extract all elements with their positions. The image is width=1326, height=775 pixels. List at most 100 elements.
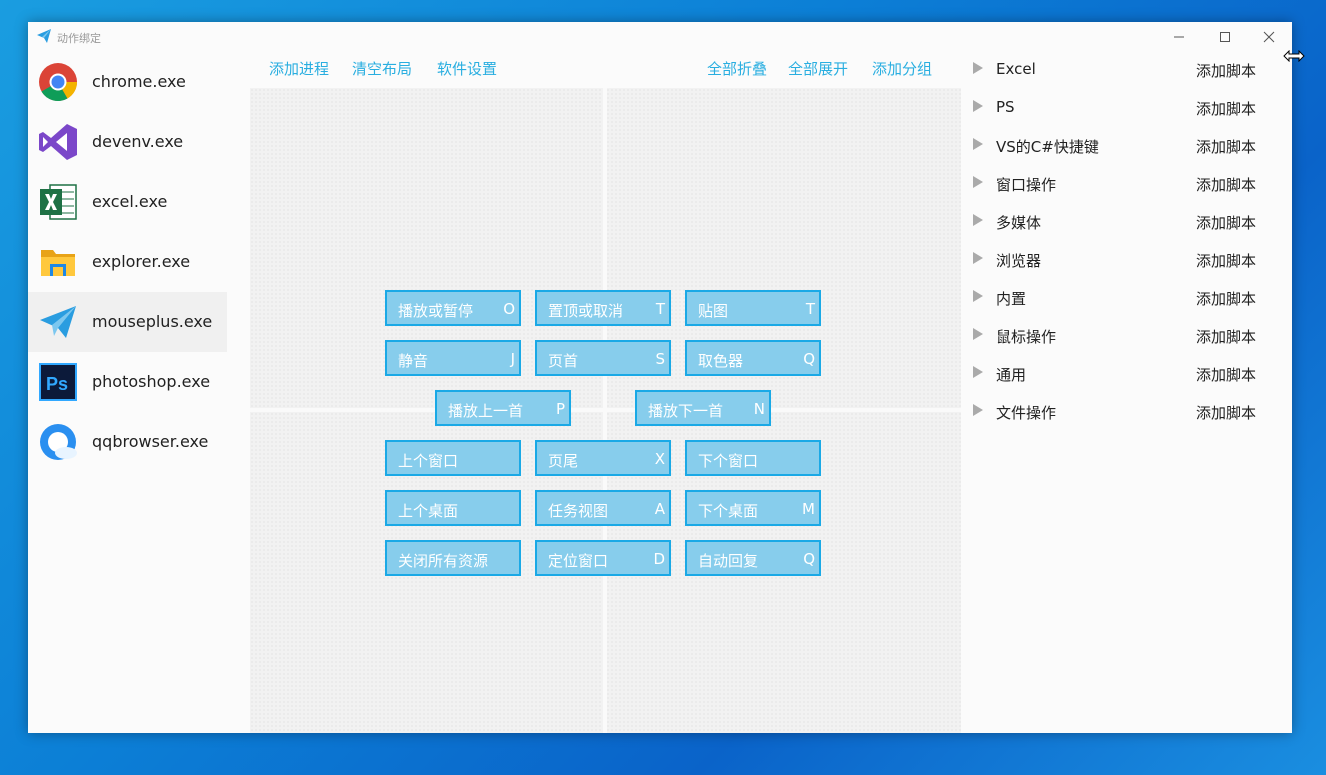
resize-cursor-icon <box>1283 50 1305 62</box>
action-label: 上个桌面 <box>398 502 459 520</box>
group-item-window-ops[interactable]: 窗口操作添加脚本 <box>961 166 1292 204</box>
expand-triangle-icon[interactable] <box>973 62 983 74</box>
process-item-qqbrowser[interactable]: qqbrowser.exe <box>28 412 248 472</box>
group-item-file-ops[interactable]: 文件操作 添加脚本 <box>961 394 1292 432</box>
group-item-excel[interactable]: Excel 添加脚本 <box>961 52 1292 90</box>
expand-triangle-icon[interactable] <box>973 328 983 340</box>
expand-all-link[interactable]: 全部展开 <box>788 60 849 78</box>
title-bar[interactable]: 动作绑定 <box>28 22 1292 52</box>
add-group-link[interactable]: 添加分组 <box>872 60 933 78</box>
expand-triangle-icon[interactable] <box>973 252 983 264</box>
process-item-excel[interactable]: excel.exe <box>28 172 248 232</box>
process-item-chrome[interactable]: chrome.exe <box>28 52 248 112</box>
maximize-icon <box>1220 32 1230 42</box>
action-button[interactable]: 自动回复 Q <box>685 540 821 576</box>
add-process-link[interactable]: 添加进程 <box>269 60 330 78</box>
group-name: 文件操作 <box>996 404 1057 422</box>
action-label: 静音 <box>398 352 429 370</box>
settings-link[interactable]: 软件设置 <box>437 60 498 78</box>
add-script-button[interactable]: 添加脚本 <box>1196 252 1257 270</box>
action-button[interactable]: 上个窗口 <box>385 440 521 476</box>
group-item-browser[interactable]: 浏览器添加脚本 <box>961 242 1292 280</box>
group-item-general[interactable]: 通用 添加脚本 <box>961 356 1292 394</box>
visual-studio-icon <box>39 124 77 160</box>
action-hotkey: T <box>805 300 815 318</box>
process-item-photoshop[interactable]: Ps photoshop.exe <box>28 352 248 412</box>
action-hotkey: D <box>653 550 665 568</box>
action-label: 页尾 <box>548 452 579 470</box>
process-name: devenv.exe <box>92 132 184 151</box>
process-name: qqbrowser.exe <box>92 432 209 451</box>
group-name: Excel <box>996 60 1036 78</box>
add-script-button[interactable]: 添加脚本 <box>1196 138 1257 156</box>
group-item-mouse-ops[interactable]: 鼠标操作 添加脚本 <box>961 318 1292 356</box>
group-name: 多媒体 <box>996 214 1042 232</box>
process-item-devenv[interactable]: devenv.exe <box>28 112 248 172</box>
group-name: 内置 <box>996 290 1027 308</box>
process-item-explorer[interactable]: explorer.exe <box>28 232 248 292</box>
action-button[interactable]: 下个窗口 <box>685 440 821 476</box>
paper-plane-icon <box>37 29 51 43</box>
paper-plane-icon <box>40 306 76 338</box>
process-item-mouseplus[interactable]: mouseplus.exe <box>28 292 227 352</box>
add-script-button[interactable]: 添加脚本 <box>1196 62 1257 80</box>
close-button[interactable] <box>1246 22 1292 52</box>
action-button[interactable]: 下个桌面 M <box>685 490 821 526</box>
collapse-all-link[interactable]: 全部折叠 <box>707 60 768 78</box>
group-item-ps[interactable]: PS 添加脚本 <box>961 90 1292 128</box>
group-item-multimedia[interactable]: 多媒体 添加脚本 <box>961 204 1292 242</box>
expand-triangle-icon[interactable] <box>973 366 983 378</box>
excel-icon <box>40 184 77 220</box>
add-script-button[interactable]: 添加脚本 <box>1196 366 1257 384</box>
action-button[interactable]: 播放下一首 N <box>635 390 771 426</box>
maximize-button[interactable] <box>1202 22 1248 52</box>
add-script-button[interactable]: 添加脚本 <box>1196 214 1257 232</box>
expand-triangle-icon[interactable] <box>973 404 983 416</box>
action-hotkey: N <box>753 400 765 418</box>
clear-layout-link[interactable]: 清空布局 <box>352 60 413 78</box>
action-label: 定位窗口 <box>548 552 609 570</box>
add-script-button[interactable]: 添加脚本 <box>1196 290 1257 308</box>
add-script-button[interactable]: 添加脚本 <box>1196 100 1257 118</box>
script-group-list: Excel 添加脚本 PS 添加脚本 VS的C#快捷键添加脚本 窗口操作添加脚本 多… <box>961 52 1292 432</box>
action-label: 播放上一首 <box>448 402 524 420</box>
action-button[interactable]: 定位窗口 D <box>535 540 671 576</box>
expand-triangle-icon[interactable] <box>973 214 983 226</box>
action-button[interactable]: 取色器 Q <box>685 340 821 376</box>
expand-triangle-icon[interactable] <box>973 138 983 150</box>
action-label: 自动回复 <box>698 552 759 570</box>
group-name: 通用 <box>996 366 1027 384</box>
action-label: 取色器 <box>698 352 744 370</box>
group-item-vs-shortcuts[interactable]: VS的C#快捷键添加脚本 <box>961 128 1292 166</box>
expand-triangle-icon[interactable] <box>973 176 983 188</box>
minimize-button[interactable] <box>1156 22 1202 52</box>
action-button[interactable]: 播放上一首 P <box>435 390 571 426</box>
action-button[interactable]: 上个桌面 <box>385 490 521 526</box>
action-button[interactable]: 关闭所有资源 <box>385 540 521 576</box>
add-script-button[interactable]: 添加脚本 <box>1196 176 1257 194</box>
group-item-builtin[interactable]: 内置 添加脚本 <box>961 280 1292 318</box>
group-name: 鼠标操作 <box>996 328 1057 346</box>
action-label: 播放下一首 <box>648 402 724 420</box>
action-hotkey: S <box>655 350 665 368</box>
add-script-button[interactable]: 添加脚本 <box>1196 328 1257 346</box>
action-hotkey: Q <box>803 350 815 368</box>
action-hotkey: Q <box>803 550 815 568</box>
expand-triangle-icon[interactable] <box>973 290 983 302</box>
minimize-icon <box>1174 36 1184 38</box>
add-script-button[interactable]: 添加脚本 <box>1196 404 1257 422</box>
process-name: explorer.exe <box>92 252 191 271</box>
group-name: PS <box>996 98 1015 116</box>
action-hotkey: M <box>802 500 815 518</box>
action-hotkey: P <box>555 400 565 418</box>
action-label: 下个桌面 <box>698 502 759 520</box>
expand-triangle-icon[interactable] <box>973 100 983 112</box>
